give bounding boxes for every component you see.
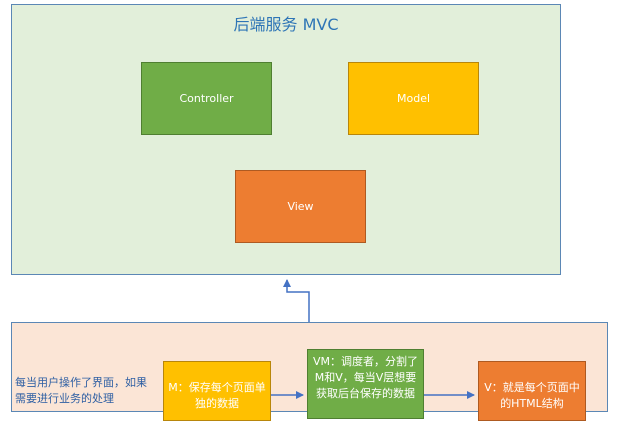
controller-box: Controller — [141, 62, 272, 135]
model-box: Model — [348, 62, 479, 135]
mvvm-to-mvc-arrow — [283, 279, 310, 322]
connector-layer — [271, 279, 475, 399]
mvc-panel: 后端服务 MVC Controller Model View — [11, 4, 561, 275]
view-box: View — [235, 170, 366, 243]
mvc-title: 后端服务 MVC — [233, 15, 339, 34]
